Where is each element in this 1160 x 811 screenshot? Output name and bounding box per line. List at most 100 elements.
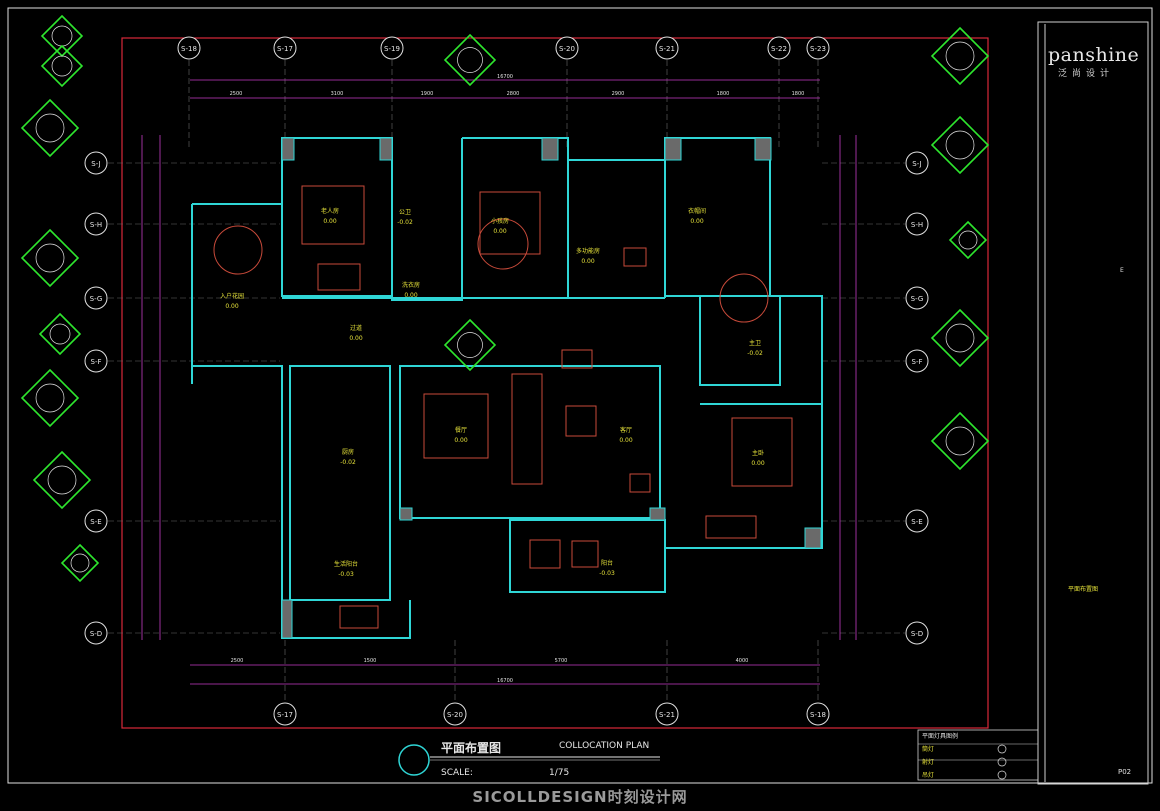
index-tag-circle (945, 130, 975, 160)
axis-label-left: S-H (90, 221, 102, 229)
top-dimension: 1800 (717, 91, 730, 97)
room-name: 小孩房 (491, 217, 509, 225)
wall-segment (665, 295, 823, 549)
legend-symbol (997, 757, 1007, 767)
axis-label-bottom: S-18 (810, 711, 826, 719)
drawing-title-bubble (398, 744, 430, 776)
axis-bubble-left (84, 509, 108, 533)
legend-title: 平面灯具图例 (922, 732, 958, 740)
overall-dimension-bottom: 16700 (497, 678, 513, 684)
axis-label-left: S-E (90, 518, 101, 526)
wall-column (281, 137, 295, 161)
room-name: 餐厅 (455, 426, 467, 434)
axis-bubble-left (84, 212, 108, 236)
furniture-item (317, 263, 361, 291)
axis-label-top: S-17 (277, 45, 293, 53)
top-dimension: 1900 (421, 91, 434, 97)
index-tag (930, 26, 990, 86)
wall-segment (391, 138, 463, 301)
room-level: 0.00 (690, 218, 704, 225)
top-dimension: 2900 (612, 91, 625, 97)
index-tag-circle (70, 553, 90, 573)
index-tag (32, 450, 92, 510)
legend-symbol (997, 770, 1007, 780)
index-tag-circle (35, 243, 65, 273)
axis-bubble-top (767, 36, 791, 60)
wall-column (281, 599, 293, 639)
axis-bubble-top (555, 36, 579, 60)
axis-label-right: S-J (912, 160, 921, 168)
room-level: -0.03 (338, 571, 354, 578)
axis-label-right: S-E (911, 518, 922, 526)
room-name: 厨房 (342, 448, 354, 456)
index-tag (20, 228, 80, 288)
furniture-item (623, 247, 647, 267)
title-block (1037, 21, 1149, 785)
room-level: 0.00 (404, 292, 418, 299)
room-level: 0.00 (454, 437, 468, 444)
furniture-item (213, 225, 263, 275)
room-level: 0.00 (619, 437, 633, 444)
axis-label-top: S-20 (559, 45, 575, 53)
index-tag-circle (47, 465, 77, 495)
axis-label-top: S-21 (659, 45, 675, 53)
furniture-item (565, 405, 597, 437)
furniture-item (705, 515, 757, 539)
furniture-item (423, 393, 489, 459)
index-tag (948, 220, 988, 260)
room-level: 0.00 (349, 335, 363, 342)
top-dimension: 3100 (331, 91, 344, 97)
furniture-item (571, 540, 599, 568)
furniture-item (477, 218, 529, 270)
overall-dimension-top: 16700 (497, 74, 513, 80)
room-level: -0.02 (747, 350, 763, 357)
furniture-item (301, 185, 365, 245)
axis-bubble-right (905, 151, 929, 175)
axis-bubble-left (84, 621, 108, 645)
wall-column (379, 137, 393, 161)
wall-segment (509, 519, 666, 593)
scale-value: 1/75 (549, 768, 570, 778)
axis-bubble-right (905, 509, 929, 533)
room-name: 过道 (350, 324, 362, 332)
room-name: 衣帽间 (688, 207, 706, 215)
axis-label-right: S-D (911, 630, 923, 638)
wall-column (649, 507, 666, 521)
axis-label-bottom: S-17 (277, 711, 293, 719)
room-name: 入户花园 (220, 292, 244, 300)
sheet-frame (7, 7, 1153, 784)
axis-label-top: S-18 (181, 45, 197, 53)
tb-mark: E (1120, 267, 1124, 274)
room-level: -0.03 (599, 570, 615, 577)
watermark: SICOLLDESIGN时刻设计网 (472, 788, 688, 806)
plot-boundary (121, 37, 989, 729)
axis-label-left: S-J (91, 160, 100, 168)
index-tag-circle (945, 323, 975, 353)
furniture-item (479, 191, 541, 255)
axis-bubble-top (655, 36, 679, 60)
wall-segment (699, 296, 781, 386)
walls (191, 137, 823, 639)
index-tag (930, 308, 990, 368)
room-level: 0.00 (323, 218, 337, 225)
axis-label-left: S-G (90, 295, 103, 303)
wall-column (804, 527, 822, 549)
room-level: -0.02 (340, 459, 356, 466)
room-level: -0.02 (397, 219, 413, 226)
drawing-title-zh: 平面布置图 (441, 741, 502, 755)
index-tag (20, 368, 80, 428)
tb-sheet-no: P02 (1118, 768, 1132, 776)
axis-bubble-right (905, 621, 929, 645)
top-dimension: 2800 (507, 91, 520, 97)
index-tag-circle (945, 426, 975, 456)
legend-item: 吊灯 (922, 771, 934, 779)
axis-label-bottom: S-21 (659, 711, 675, 719)
legend-item: 筒灯 (922, 745, 934, 753)
axis-label-right: S-F (912, 358, 923, 366)
brand-sub: 泛尚设计 (1058, 69, 1115, 79)
axis-label-top: S-23 (810, 45, 826, 53)
axis-label-top: S-19 (384, 45, 400, 53)
axis-bubble-bottom (655, 702, 679, 726)
